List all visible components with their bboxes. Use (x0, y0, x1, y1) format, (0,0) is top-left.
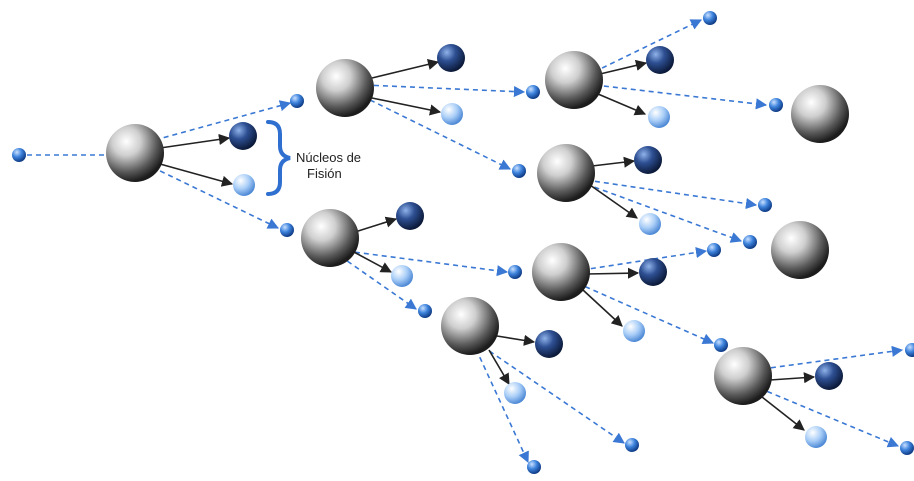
neutron-arrow (481, 345, 625, 444)
neutron-icon (527, 460, 541, 474)
fragment-arrow (351, 250, 392, 273)
neutron-arrow (364, 84, 526, 98)
neutron-arrow (594, 84, 768, 110)
light-fragment-icon (623, 320, 645, 342)
neutron-icon (900, 441, 914, 455)
neutron-icon (512, 164, 526, 178)
neutron-arrow (585, 179, 758, 210)
neutron-icon (418, 304, 432, 318)
fragment-arrow (599, 59, 648, 75)
heavy-fragment-icon (639, 258, 667, 286)
fragment-arrow (354, 216, 398, 233)
fission-nuclei-label-line2: Fisión (307, 166, 342, 181)
spheres-layer (12, 11, 914, 474)
fragment-arrow (761, 396, 805, 431)
neutron-icon (707, 243, 721, 257)
neutron-icon (769, 98, 783, 112)
neutron-icon (526, 85, 540, 99)
fragment-arrow (159, 163, 234, 187)
light-fragment-icon (441, 103, 463, 125)
light-fragment-icon (648, 106, 670, 128)
neutron-icon (280, 223, 294, 237)
uranium-nucleus-icon (791, 85, 849, 143)
uranium-nucleus-icon (301, 209, 359, 267)
fragment-arrow (371, 97, 442, 116)
neutron-icon (625, 438, 639, 452)
heavy-fragment-icon (229, 122, 257, 150)
light-fragment-icon (639, 213, 661, 235)
neutron-icon (290, 94, 304, 108)
light-fragment-icon (233, 174, 255, 196)
neutron-arrow (585, 183, 743, 243)
fragment-arrow (769, 372, 816, 384)
uranium-nucleus-icon (771, 221, 829, 279)
fragment-arrow (591, 156, 636, 168)
neutron-icon (743, 235, 757, 249)
neutron-arrow (593, 19, 703, 73)
light-fragment-icon (391, 265, 413, 287)
fragment-arrow (597, 93, 647, 116)
neutron-icon (703, 11, 717, 25)
neutron-arrow (761, 345, 904, 370)
fission-brace (266, 120, 291, 196)
neutron-arrow (576, 282, 715, 345)
fragment-arrow (159, 133, 231, 149)
neutron-icon (714, 338, 728, 352)
neutron-arrow (475, 348, 529, 464)
heavy-fragment-icon (634, 146, 662, 174)
uranium-nucleus-icon (441, 297, 499, 355)
fragment-arrow (586, 267, 640, 279)
neutron-icon (508, 265, 522, 279)
neutron-arrow (758, 387, 900, 448)
light-fragment-icon (805, 426, 827, 448)
uranium-nucleus-icon (545, 51, 603, 109)
uranium-nucleus-icon (106, 124, 164, 182)
uranium-nucleus-icon (714, 347, 772, 405)
neutron-icon (905, 343, 914, 357)
fission-nuclei-label-line1: Núcleos de (296, 150, 361, 165)
heavy-fragment-icon (535, 330, 563, 358)
light-fragment-icon (504, 382, 526, 404)
heavy-fragment-icon (396, 202, 424, 230)
uranium-nucleus-icon (532, 243, 590, 301)
fragment-arrow (496, 334, 536, 346)
fragment-arrow (589, 184, 638, 219)
heavy-fragment-icon (437, 44, 465, 72)
fragment-arrow (371, 58, 440, 79)
neutron-arrow (361, 95, 512, 170)
neutron-icon (758, 198, 772, 212)
neutron-arrow (151, 166, 280, 229)
heavy-fragment-icon (646, 46, 674, 74)
fragment-arrow (582, 289, 623, 327)
uranium-nucleus-icon (537, 144, 595, 202)
neutron-arrow (345, 250, 509, 277)
neutron-arrow (581, 246, 708, 271)
neutron-arrow (339, 255, 417, 310)
fragment-arrow (488, 349, 510, 385)
neutron-icon (12, 148, 26, 162)
uranium-nucleus-icon (316, 59, 374, 117)
arrows-layer (27, 19, 904, 464)
heavy-fragment-icon (815, 362, 843, 390)
